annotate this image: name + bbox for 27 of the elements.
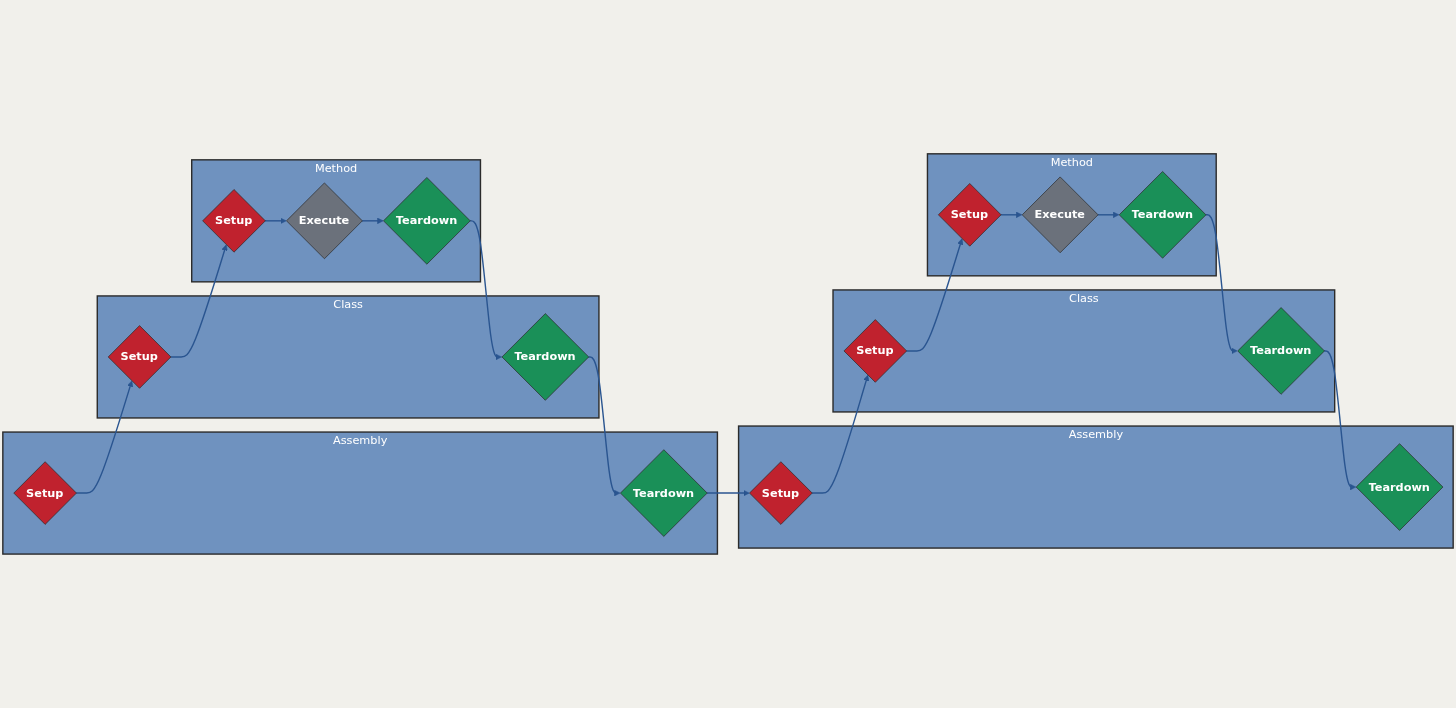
node-diamond: Teardown [1118, 171, 1207, 259]
node-diamond: Teardown [501, 313, 590, 401]
node-diamond: Execute [1021, 176, 1099, 254]
node-diamond: Teardown [1237, 307, 1325, 395]
arrow [469, 220, 502, 361]
arrow [169, 244, 228, 358]
node-diamond: Teardown [383, 177, 471, 265]
arrow [811, 374, 870, 494]
arrow [905, 238, 964, 352]
arrow [1097, 211, 1120, 218]
arrow [1000, 211, 1023, 218]
arrow [706, 490, 750, 497]
node-diamond: Setup [107, 325, 172, 389]
arrow [75, 380, 134, 494]
node-diamond: Setup [938, 183, 1002, 247]
node-diamond: Setup [749, 461, 813, 525]
node-diamond: Setup [13, 461, 77, 525]
node-diamond: Setup [843, 319, 907, 383]
arrow [1204, 214, 1238, 355]
node-diamond: Execute [286, 182, 363, 260]
node-diamond: Teardown [1355, 443, 1444, 531]
arrow [1323, 350, 1357, 491]
arrow [361, 217, 384, 224]
arrow [264, 217, 287, 224]
node-diamond: Setup [202, 189, 266, 253]
arrow [587, 356, 621, 497]
node-diamond: Teardown [620, 449, 708, 537]
